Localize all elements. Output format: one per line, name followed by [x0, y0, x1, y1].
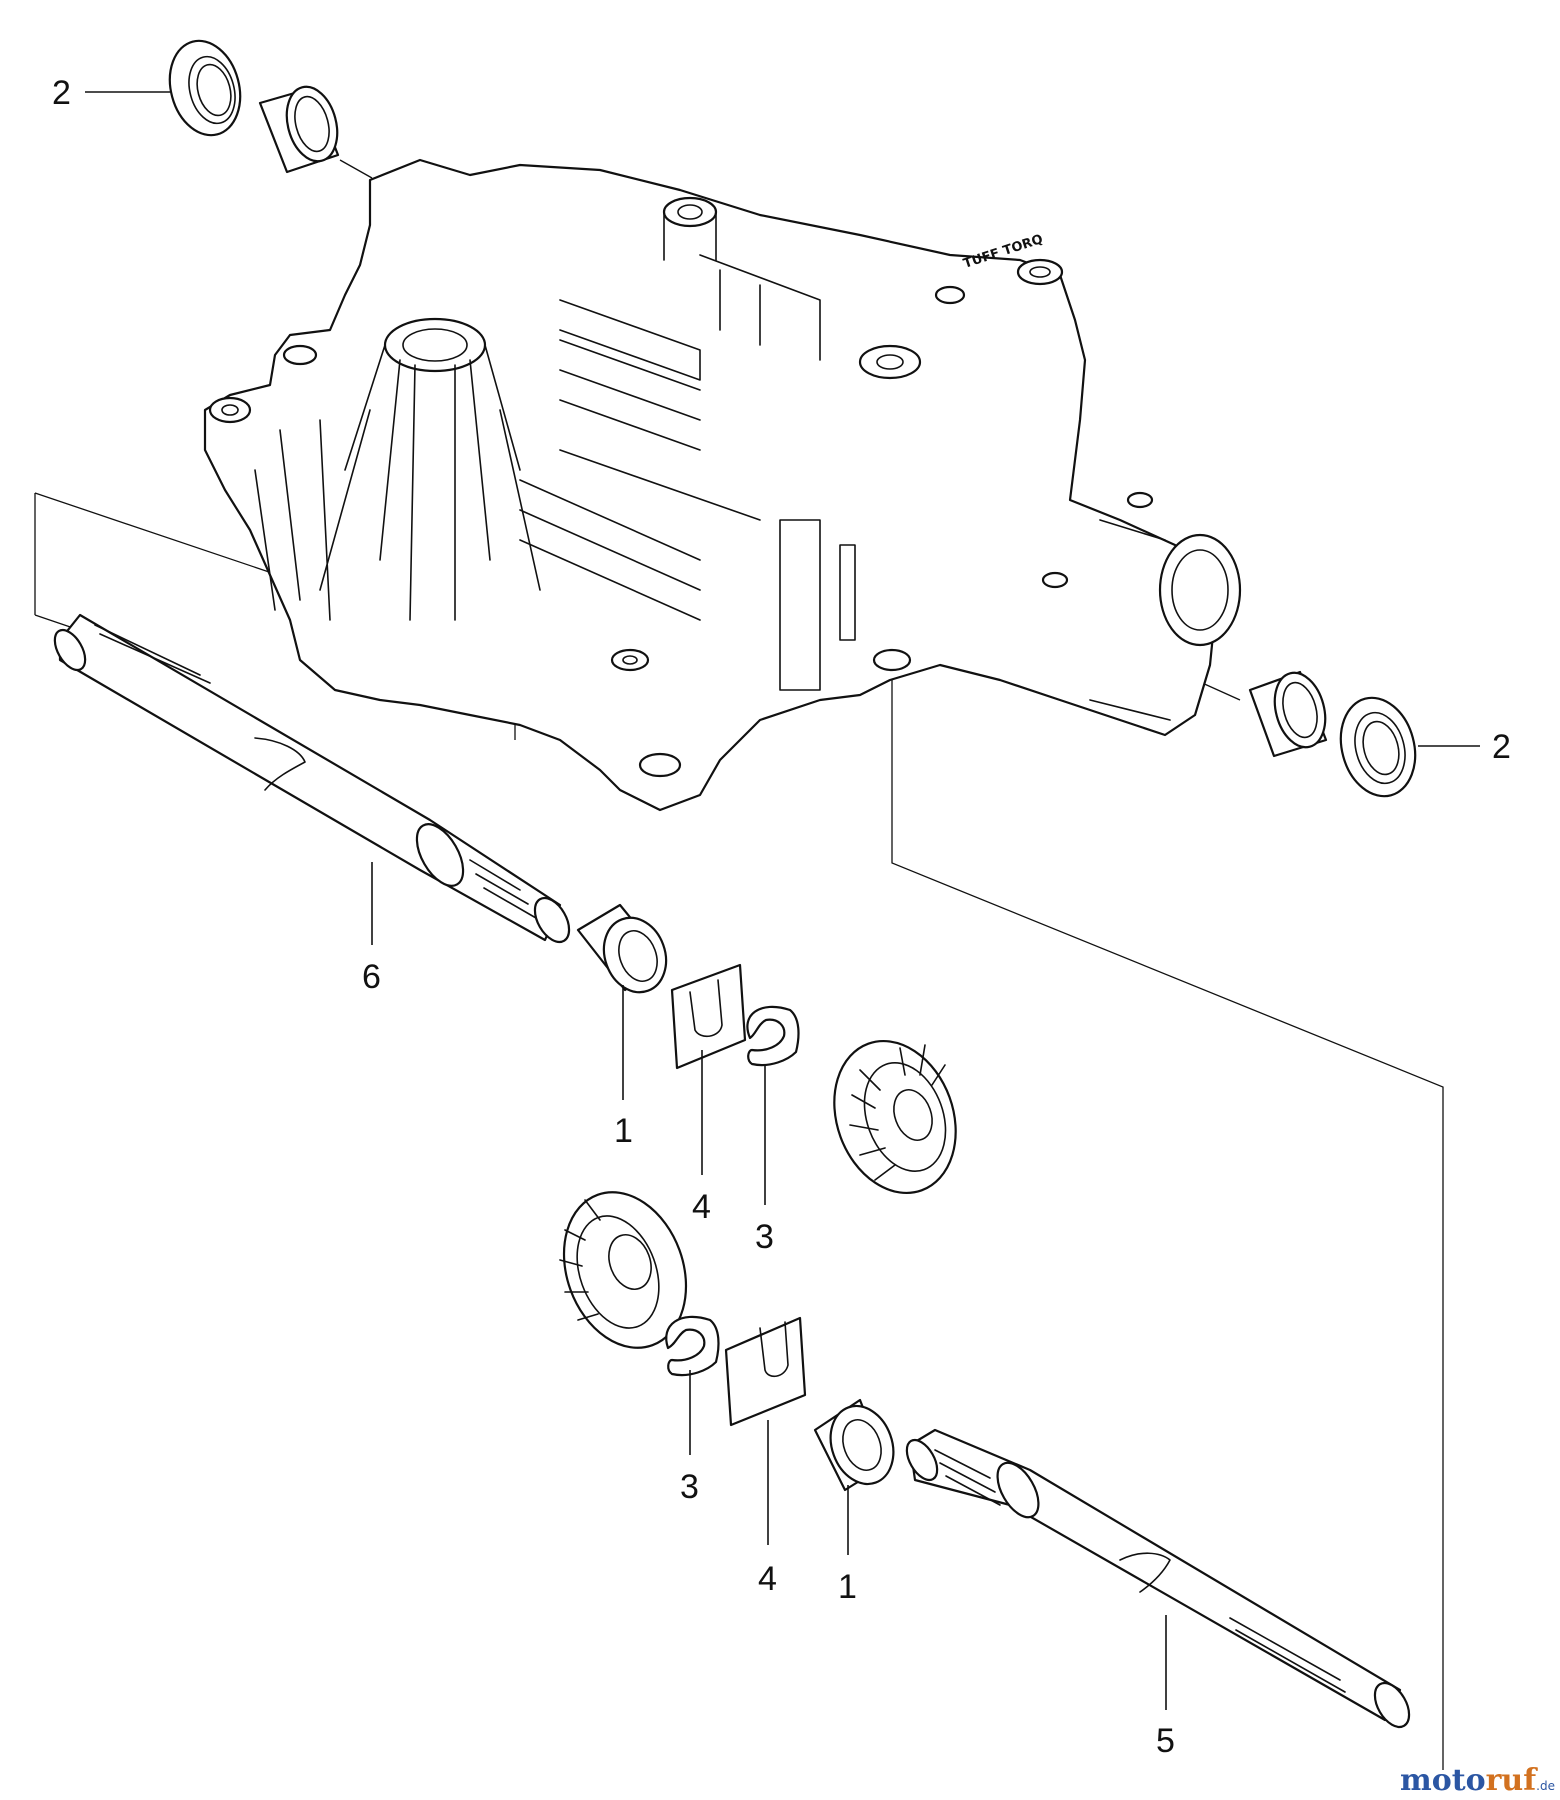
bevel-gear-lower: [559, 1191, 688, 1349]
callout-3-lower: 3: [680, 1468, 699, 1506]
callout-1-lower: 1: [838, 1568, 857, 1606]
transaxle-housing: TUFF TORQ: [203, 158, 1242, 812]
callout-2-top: 2: [52, 74, 71, 112]
svg-text:motoruf.de: motoruf.de: [1400, 1763, 1555, 1798]
callout-3-upper: 3: [755, 1218, 774, 1256]
shim-plate-lower: [724, 1316, 807, 1427]
bushing-lower: [813, 1398, 895, 1492]
callout-4-upper: 4: [692, 1188, 711, 1226]
bevel-gear-upper: [833, 1039, 957, 1195]
c-ring-upper: [746, 1005, 800, 1067]
leader-lines: [85, 91, 1480, 1710]
watermark-logo: motoruf.de: [1400, 1763, 1555, 1798]
bushing-upper: [576, 903, 668, 994]
bearing-right: [1339, 696, 1417, 798]
callout-5: 5: [1156, 1722, 1175, 1760]
callout-4-lower: 4: [758, 1560, 777, 1598]
bearing-top-left: [168, 39, 242, 137]
callout-6: 6: [362, 958, 381, 996]
axle-shaft-left: [53, 613, 571, 944]
axle-shaft-right: [905, 1428, 1411, 1729]
callout-2-right: 2: [1492, 728, 1511, 766]
callout-1-upper: 1: [614, 1112, 633, 1150]
shim-plate-upper: [670, 963, 747, 1070]
c-ring-lower: [665, 1315, 720, 1377]
callout-labels: 2 2 6 1 4 3 3 4 1 5: [52, 74, 1511, 1760]
bushing-top-left: [258, 85, 340, 174]
bushing-right: [1248, 670, 1328, 758]
